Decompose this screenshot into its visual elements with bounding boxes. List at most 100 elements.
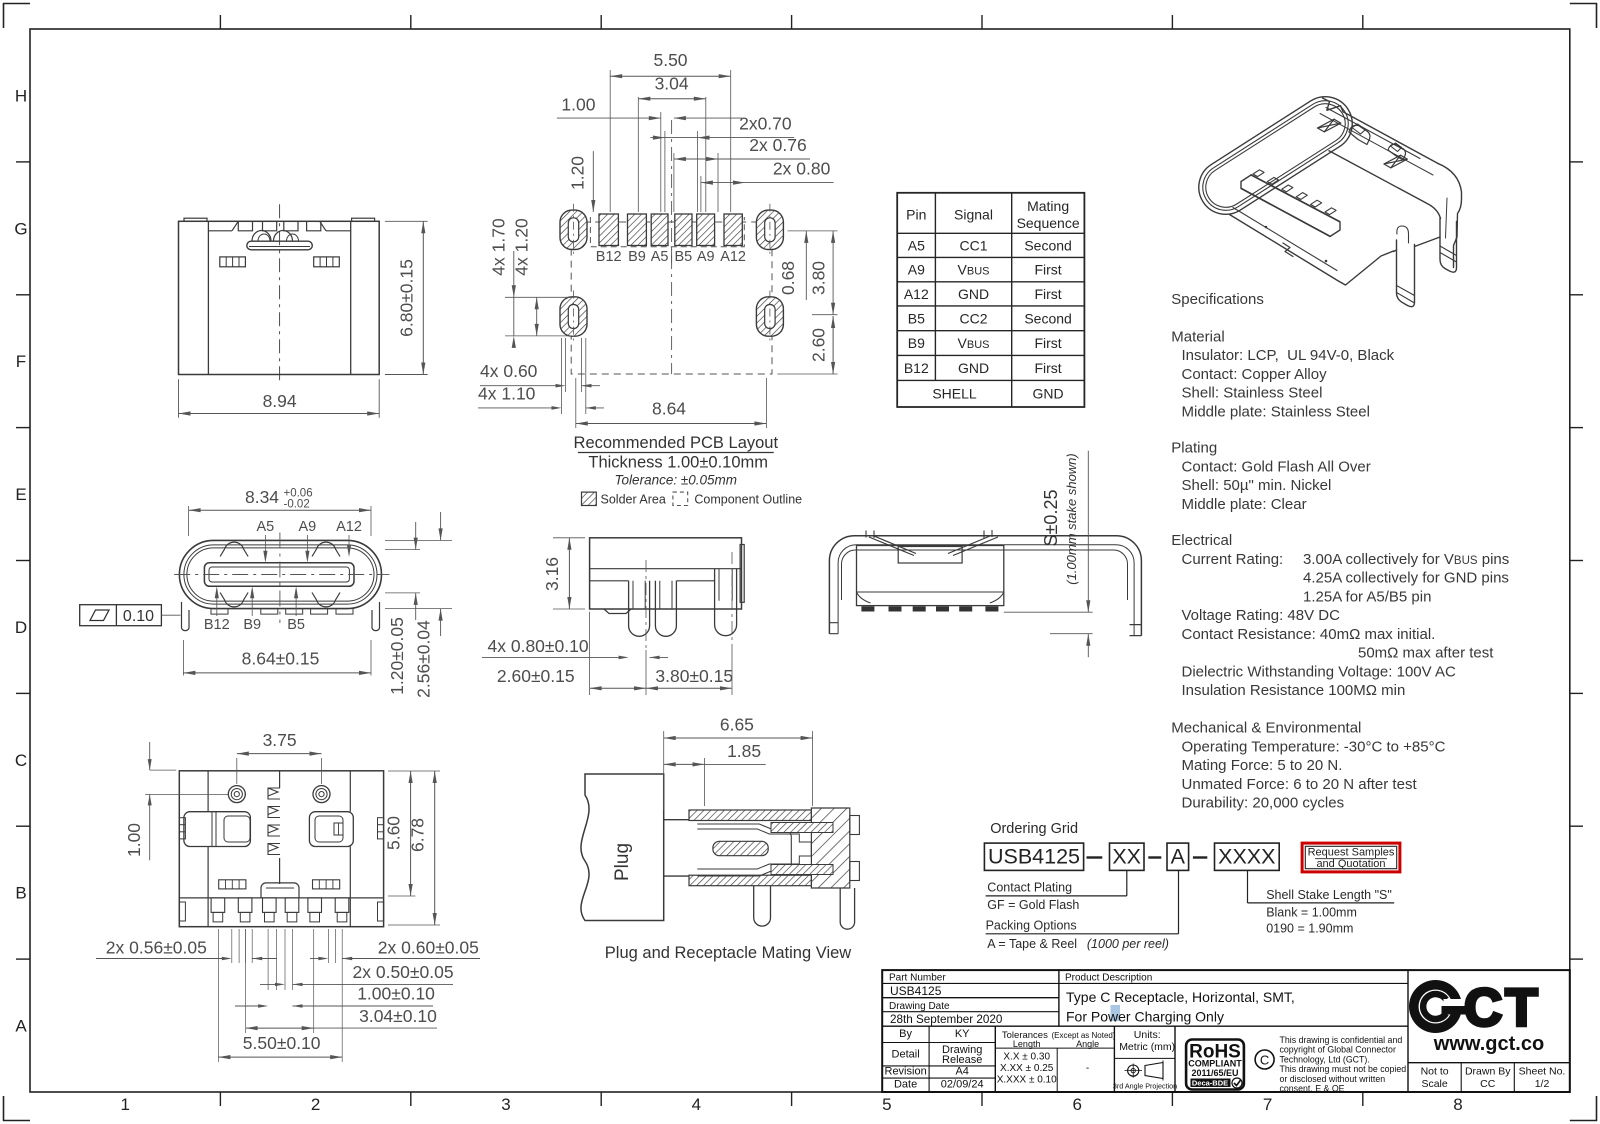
- svg-text:1.00±0.10: 1.00±0.10: [357, 983, 435, 1003]
- svg-text:First: First: [1034, 262, 1061, 278]
- svg-text:XXXX: XXXX: [1218, 845, 1275, 869]
- svg-text:(Except as Noted): (Except as Noted): [1052, 1031, 1116, 1040]
- svg-text:1.00: 1.00: [561, 95, 595, 115]
- svg-text:Second: Second: [1024, 237, 1071, 253]
- svg-text:0190 = 1.90mm: 0190 = 1.90mm: [1266, 921, 1353, 935]
- svg-text:B12: B12: [204, 617, 230, 633]
- svg-text:H: H: [15, 86, 27, 105]
- svg-text:SHELL: SHELL: [932, 386, 977, 402]
- svg-text:3.16: 3.16: [542, 557, 562, 591]
- svg-text:A9: A9: [908, 262, 925, 278]
- svg-text:3.80: 3.80: [808, 261, 828, 295]
- svg-text:Material: Material: [1171, 328, 1224, 345]
- svg-text:Packing Options: Packing Options: [986, 918, 1077, 932]
- svg-text:Recommended PCB Layout: Recommended PCB Layout: [574, 434, 779, 452]
- svg-text:CC1: CC1: [959, 237, 987, 253]
- svg-text:Contact Plating: Contact Plating: [987, 880, 1072, 894]
- svg-text:First: First: [1034, 360, 1061, 376]
- svg-text:Component Outline: Component Outline: [694, 493, 802, 507]
- svg-text:8.64±0.15: 8.64±0.15: [242, 649, 320, 669]
- svg-text:4x 1.10: 4x 1.10: [478, 384, 536, 404]
- svg-text:Unmated Force: 6 to 20 N after: Unmated Force: 6 to 20 N after test: [1182, 776, 1418, 793]
- svg-text:GND: GND: [1033, 386, 1064, 402]
- svg-text:A = Tape & Reel: A = Tape & Reel: [987, 937, 1077, 951]
- svg-text:3rd Angle Projection: 3rd Angle Projection: [1113, 1082, 1177, 1091]
- svg-text:8.94: 8.94: [263, 391, 297, 411]
- svg-text:Units:: Units:: [1134, 1029, 1161, 1041]
- svg-text:A12: A12: [904, 286, 929, 302]
- svg-text:For Power Charging Only: For Power Charging Only: [1066, 1009, 1224, 1025]
- svg-text:A: A: [15, 1017, 27, 1036]
- svg-text:Shell: Stainless Steel: Shell: Stainless Steel: [1182, 385, 1323, 402]
- svg-text:3: 3: [501, 1095, 510, 1114]
- svg-text:Plating: Plating: [1171, 440, 1217, 457]
- svg-text:Angle: Angle: [1076, 1039, 1099, 1049]
- svg-text:X.XX ± 0.25: X.XX ± 0.25: [1000, 1063, 1054, 1074]
- svg-text:Drawing Date: Drawing Date: [889, 1001, 950, 1012]
- svg-text:Contact Resistance: 40mΩ max i: Contact Resistance: 40mΩ max initial.: [1182, 626, 1436, 643]
- svg-text:2x 0.60±0.05: 2x 0.60±0.05: [378, 937, 479, 957]
- svg-text:VBUS: VBUS: [958, 262, 990, 278]
- svg-text:Sequence: Sequence: [1017, 215, 1080, 231]
- svg-text:Pin: Pin: [906, 207, 926, 223]
- svg-text:RoHS: RoHS: [1189, 1042, 1241, 1063]
- svg-text:By: By: [899, 1028, 912, 1040]
- svg-text:1/2: 1/2: [1535, 1078, 1550, 1090]
- svg-text:Release: Release: [942, 1054, 982, 1066]
- svg-text:Durability: 20,000 cycles: Durability: 20,000 cycles: [1182, 795, 1345, 812]
- svg-text:4x 1.20: 4x 1.20: [512, 218, 532, 276]
- svg-text:GND: GND: [958, 360, 989, 376]
- svg-text:A5: A5: [908, 237, 925, 253]
- svg-text:Date: Date: [894, 1079, 917, 1091]
- svg-text:CC: CC: [1480, 1078, 1496, 1090]
- svg-text:Part Number: Part Number: [889, 973, 946, 984]
- svg-text:Contact: Copper Alloy: Contact: Copper Alloy: [1182, 366, 1328, 383]
- svg-text:1.25A for A5/B5 pin: 1.25A for A5/B5 pin: [1303, 588, 1431, 605]
- svg-text:+0.06: +0.06: [284, 488, 313, 500]
- svg-text:Metric (mm): Metric (mm): [1119, 1041, 1175, 1053]
- svg-text:2: 2: [311, 1095, 320, 1114]
- svg-text:A9: A9: [299, 519, 317, 535]
- svg-text:(1000 per reel): (1000 per reel): [1087, 937, 1169, 951]
- svg-text:Thickness 1.00±0.10mm: Thickness 1.00±0.10mm: [588, 454, 768, 472]
- svg-text:Specifications: Specifications: [1171, 291, 1264, 308]
- svg-text:consent. E & OE: consent. E & OE: [1280, 1084, 1345, 1094]
- svg-text:Solder Area: Solder Area: [601, 493, 666, 507]
- svg-text:Plug: Plug: [612, 843, 633, 881]
- svg-text:A5: A5: [651, 249, 669, 265]
- svg-text:or disclosed without written: or disclosed without written: [1280, 1074, 1386, 1084]
- svg-text:-0.02: -0.02: [284, 499, 310, 511]
- svg-text:KY: KY: [955, 1028, 970, 1040]
- svg-text:Mechanical & Environmental: Mechanical & Environmental: [1171, 720, 1361, 737]
- svg-text:2x 0.56±0.05: 2x 0.56±0.05: [106, 937, 207, 957]
- svg-text:1.20±0.05: 1.20±0.05: [387, 617, 407, 695]
- svg-text:Detail: Detail: [892, 1049, 920, 1061]
- svg-text:2011/65/EU: 2011/65/EU: [1191, 1068, 1238, 1078]
- svg-text:A12: A12: [336, 519, 362, 535]
- svg-text:5.50: 5.50: [653, 50, 687, 70]
- svg-text:Drawing: Drawing: [942, 1044, 982, 1056]
- svg-text:2.56±0.04: 2.56±0.04: [414, 620, 434, 698]
- svg-text:GF = Gold Flash: GF = Gold Flash: [987, 898, 1079, 912]
- svg-text:B5: B5: [908, 310, 925, 326]
- svg-text:First: First: [1034, 286, 1061, 302]
- svg-text:www.gct.co: www.gct.co: [1433, 1033, 1544, 1055]
- svg-text:copyright of Global Connector: copyright of Global Connector: [1280, 1045, 1396, 1055]
- svg-text:A: A: [1171, 845, 1186, 869]
- svg-text:02/09/24: 02/09/24: [941, 1079, 984, 1091]
- svg-text:Mating: Mating: [1027, 198, 1069, 214]
- svg-text:Drawn By: Drawn By: [1465, 1065, 1511, 1077]
- svg-text:USB4125: USB4125: [890, 984, 942, 998]
- svg-text:3.00A collectively for VBUS pi: 3.00A collectively for VBUS pins: [1303, 551, 1509, 568]
- svg-text:B9: B9: [628, 249, 646, 265]
- svg-text:2x 0.50±0.05: 2x 0.50±0.05: [353, 962, 454, 982]
- svg-text:Tolerance: ±0.05mm: Tolerance: ±0.05mm: [615, 473, 737, 488]
- svg-text:Scale: Scale: [1421, 1078, 1447, 1090]
- svg-text:B9: B9: [243, 617, 261, 633]
- svg-text:2x 0.76: 2x 0.76: [749, 135, 806, 155]
- svg-text:F: F: [16, 352, 26, 371]
- svg-text:0.68: 0.68: [778, 261, 798, 295]
- svg-text:D: D: [15, 618, 27, 637]
- svg-text:and Quotation: and Quotation: [1316, 858, 1385, 870]
- svg-text:3.04: 3.04: [655, 74, 689, 94]
